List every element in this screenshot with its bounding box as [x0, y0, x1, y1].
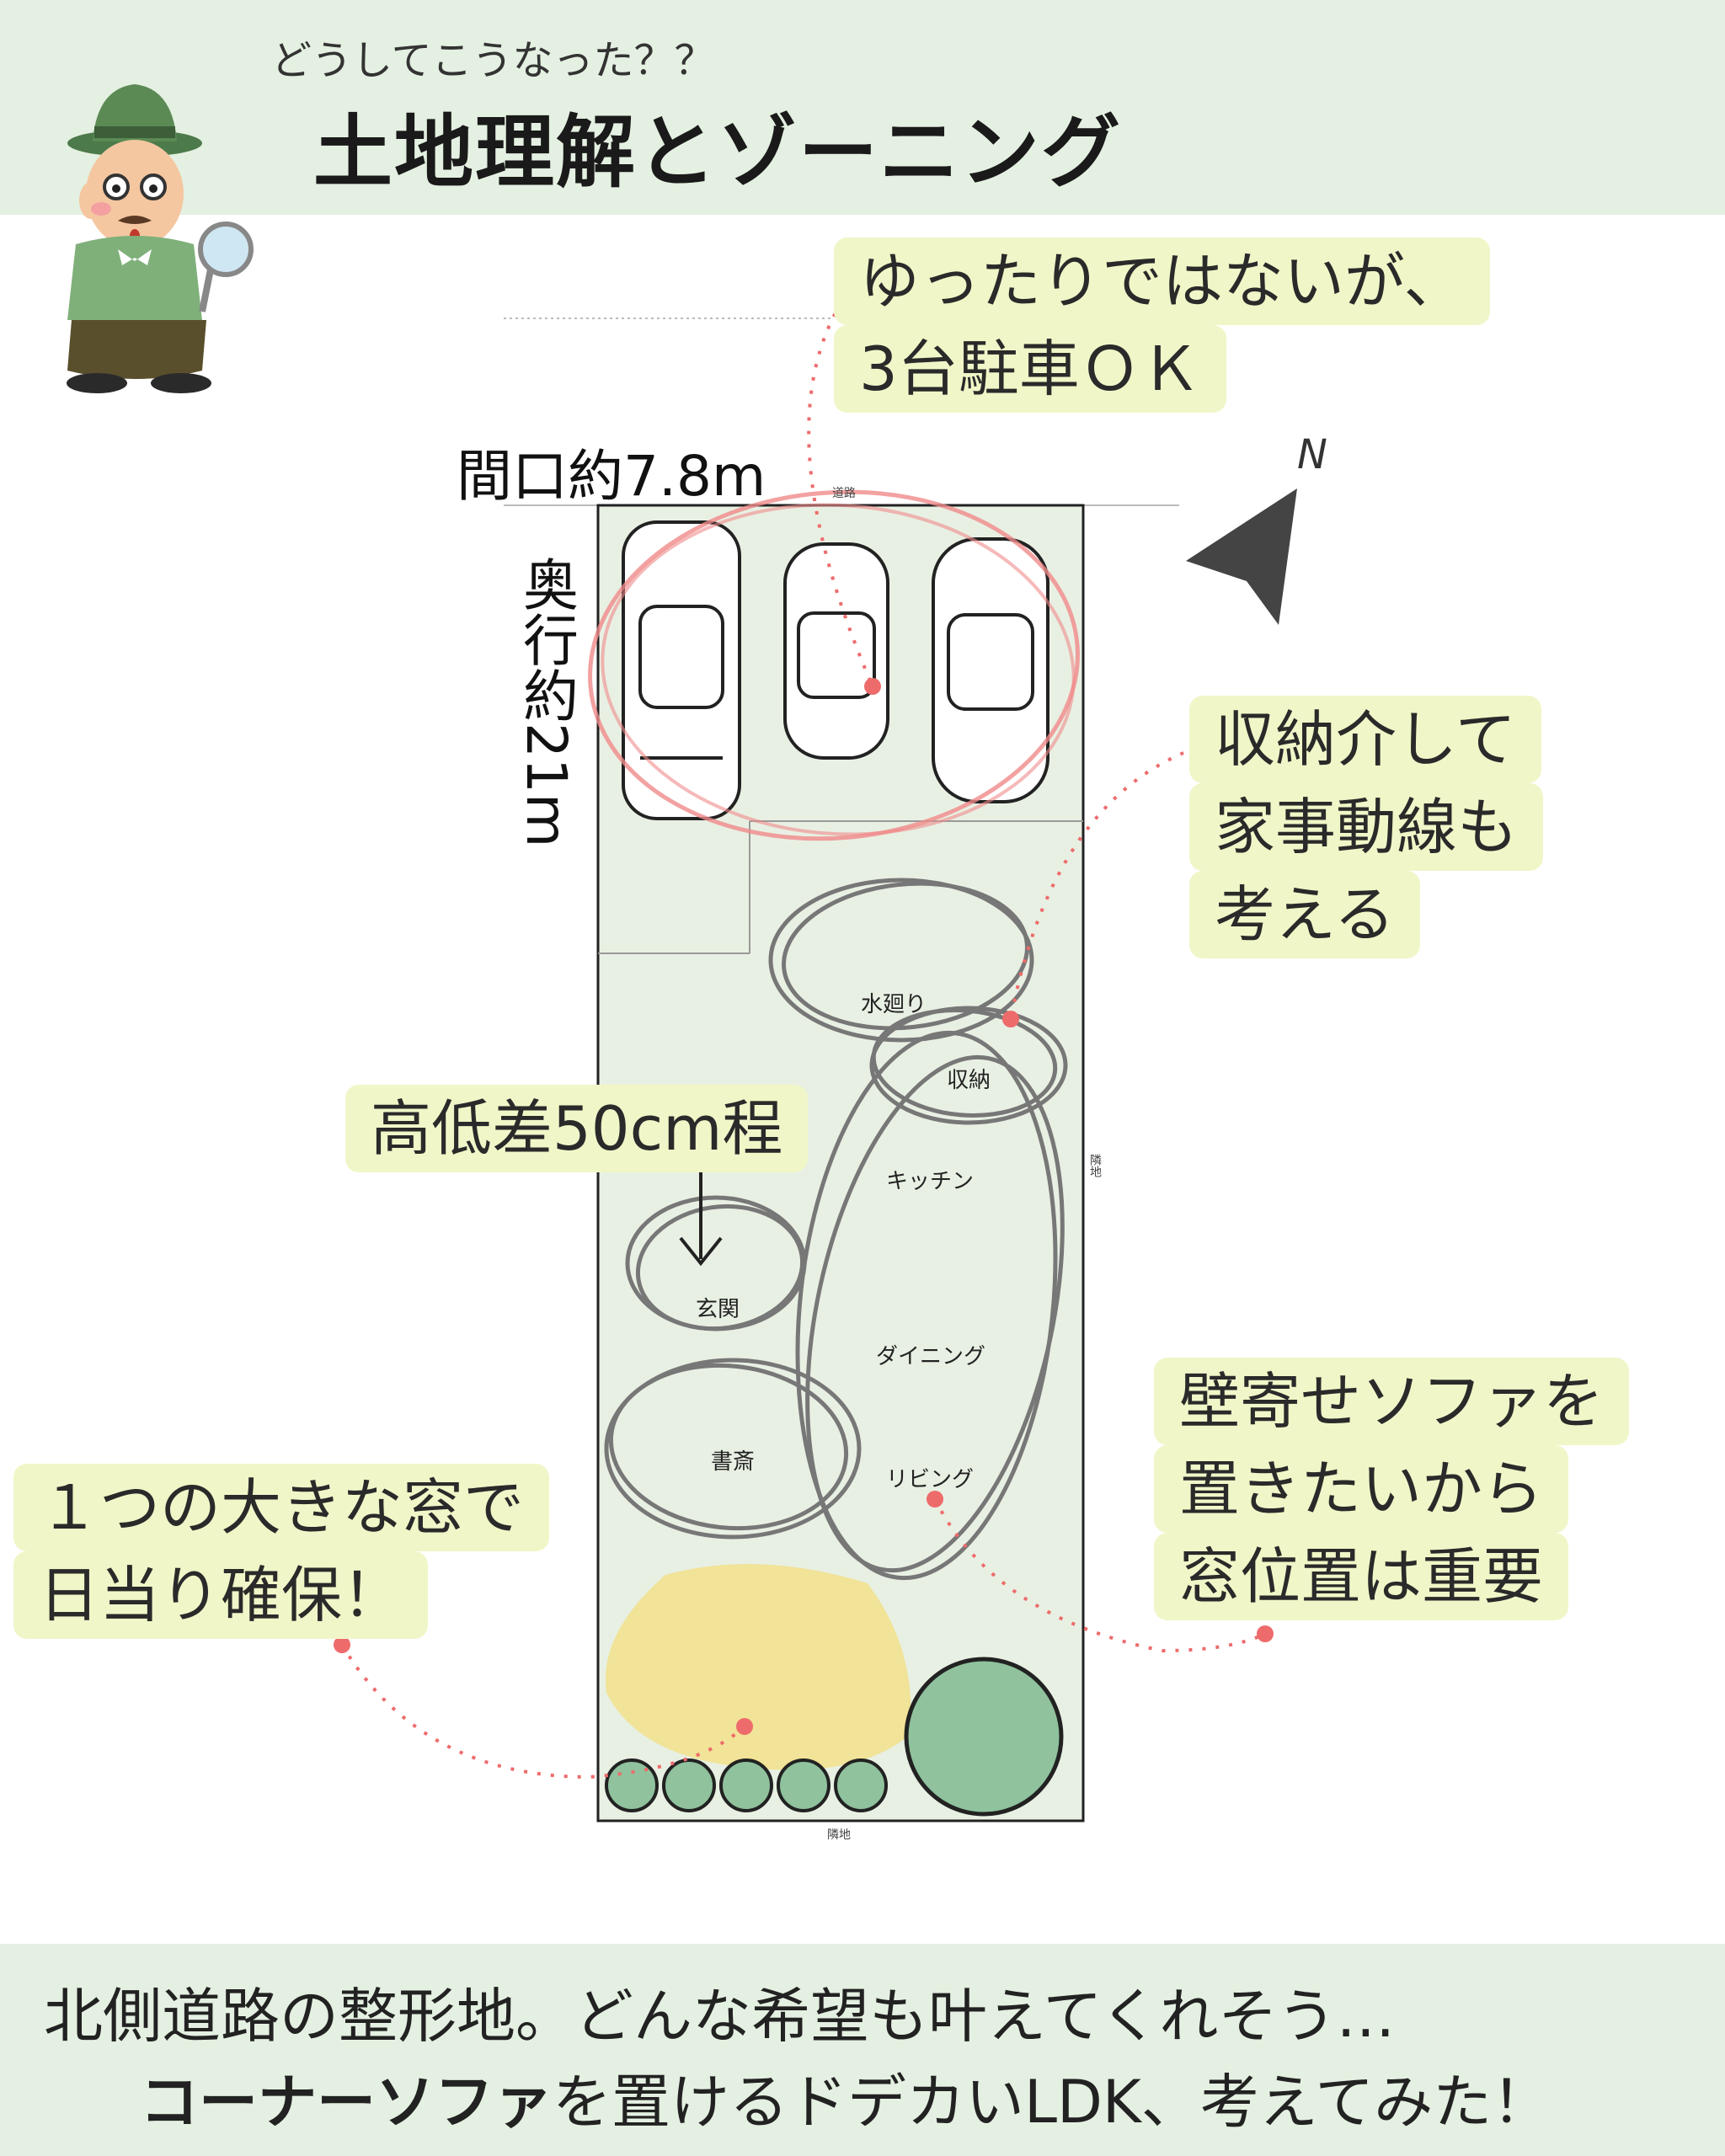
- footer-line2-rest: を置けるドデカいLDK、考えてみた！: [553, 2068, 1551, 2137]
- room-study: 書斎: [711, 1449, 756, 1475]
- page-title: 土地理解とゾーニング: [313, 107, 1123, 199]
- callout-parking-line2: 3台駐車ＯＫ: [834, 325, 1226, 413]
- subtitle: どうしてこうなった？？: [271, 37, 715, 84]
- room-wet-area: 水廻り: [861, 992, 927, 1017]
- car-icon: [783, 542, 889, 760]
- tree-icon: [904, 1657, 1064, 1817]
- callout-storage-line3: 考える: [1189, 871, 1420, 958]
- detective-character-icon: [67, 84, 254, 393]
- footer-line2-bold: コーナーソファ: [140, 2068, 553, 2137]
- footer-line2: コーナーソファを置けるドデカいLDK、考えてみた！: [140, 2055, 1551, 2140]
- room-storage: 収納: [947, 1068, 991, 1093]
- callout-sofa-line2: 置きたいから: [1154, 1445, 1569, 1533]
- level-arrow: [679, 1236, 723, 1267]
- header-band: [0, 0, 1725, 215]
- callout-storage-line2: 家事動線も: [1189, 783, 1544, 871]
- car-icon: [622, 520, 741, 820]
- neighbor-label-bottom: 隣地: [827, 1828, 851, 1842]
- parking-highlight: [588, 489, 1080, 841]
- car-icon: [932, 537, 1049, 803]
- shrub-icon: [605, 1758, 888, 1812]
- frontage-label: 間口約7.8m: [457, 444, 766, 509]
- room-living: リビング: [886, 1467, 975, 1492]
- room-kitchen: キッチン: [886, 1169, 975, 1194]
- north-arrow-icon: [1186, 488, 1297, 625]
- compass-label: N: [1297, 431, 1327, 478]
- footer-line1: 北側道路の整形地。どんな希望も叶えてくれそう…: [44, 1982, 1396, 2051]
- callout-sofa-line3: 窓位置は重要: [1154, 1533, 1569, 1620]
- neighbor-label-right: 隣地: [1088, 1154, 1102, 1177]
- footer-band: [0, 1944, 1725, 2156]
- callout-window-line1: １つの大きな窓で: [13, 1464, 550, 1551]
- depth-label: 奥行約21m: [514, 556, 579, 848]
- room-dining: ダイニング: [876, 1344, 986, 1369]
- callout-window-line2: 日当り確保！: [13, 1551, 429, 1639]
- zoning-sketch: [604, 878, 1068, 1581]
- callout-level: 高低差50cm程: [345, 1085, 809, 1172]
- road-label: 道路: [832, 487, 856, 500]
- callout-parking-line1: ゆったりではないが、: [834, 237, 1490, 325]
- callout-sofa-line1: 壁寄せソファを: [1154, 1358, 1630, 1445]
- room-entrance: 玄関: [696, 1297, 740, 1322]
- parking-highlight: [601, 503, 1076, 836]
- sunlight-area: [605, 1564, 911, 1770]
- callout-storage-line1: 収納介して: [1189, 696, 1541, 783]
- leader-line: [340, 289, 1266, 1780]
